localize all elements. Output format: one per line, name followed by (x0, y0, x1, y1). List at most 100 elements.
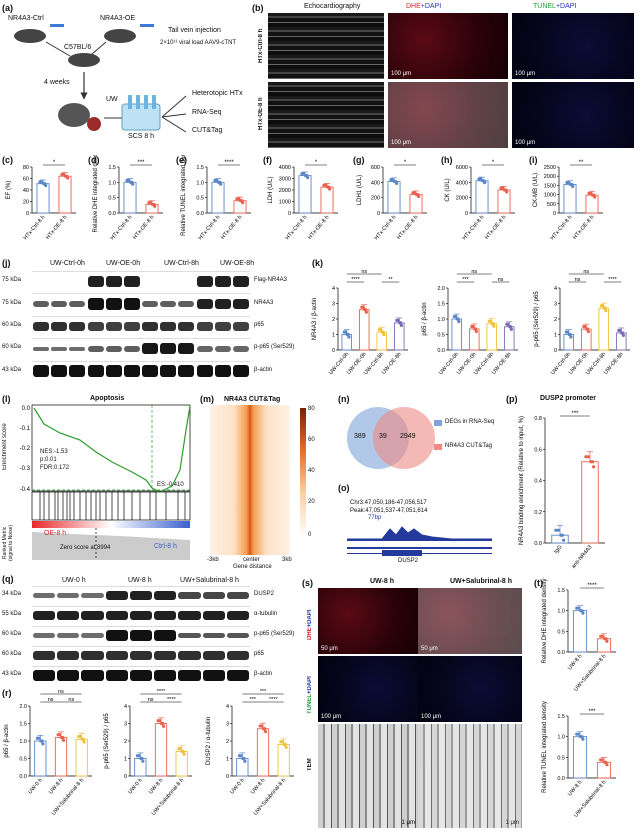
blot-band (105, 298, 122, 310)
blot-row-label: p65 (254, 322, 265, 328)
y-axis-label: p-p65 (Ser529) / p65 (534, 291, 540, 347)
data-point (454, 314, 458, 319)
mouse-icon (68, 53, 100, 67)
y-axis-label: DUSP2 / α-tubulin (206, 717, 212, 765)
blot-band (129, 670, 153, 681)
sig-label: *** (260, 689, 267, 695)
o-gene: DUSP2 (398, 558, 419, 564)
x-tick-label: UW-8 h (48, 777, 65, 795)
blot-band (129, 630, 153, 641)
x-tick-label: UW-8 h (148, 777, 165, 795)
data-point (604, 637, 608, 641)
blot-band (178, 365, 195, 378)
blot-band (105, 630, 128, 641)
data-point (621, 331, 625, 335)
blot-band (33, 346, 50, 352)
echo-image-oe (268, 82, 384, 148)
blot-band (123, 345, 140, 352)
y-tick-label: 0.5 (557, 629, 565, 635)
blot-band (123, 298, 140, 310)
b-col-dhe: DHE+DAPI (406, 3, 442, 10)
panel-label-e: (e) (176, 155, 187, 165)
heatmap-xlabel: Gene distance (233, 564, 272, 570)
y-tick-label: 2000 (456, 196, 468, 202)
blot-row-label: NR4A3 (254, 299, 274, 306)
gsea-title: Apoptosis (90, 395, 125, 402)
data-point (621, 333, 625, 338)
cbar-tick: 40 (308, 468, 315, 474)
o-peak: Peak:47,051,537-47,051,614 (350, 508, 428, 514)
y-tick-label: 0 (554, 348, 557, 354)
blot-row-label: p65 (254, 651, 265, 657)
blot-band (81, 651, 104, 660)
mouse-icon (58, 103, 90, 127)
data-point (482, 179, 486, 183)
x-tick-label: anti-NR4A3 (571, 544, 594, 570)
blot-band (202, 610, 225, 621)
blot-band (69, 301, 86, 307)
y-tick-label: 0.0 (534, 541, 542, 547)
gsea-plot: 0.0-0.1-0.2-0.3-0.4 (20, 404, 191, 560)
blot-band (202, 670, 225, 681)
blot-band (87, 322, 104, 331)
data-point (263, 729, 268, 734)
y-tick-label: 4 (226, 704, 229, 710)
blot-band (214, 346, 231, 352)
s-tunel-sal: 100 μm (418, 656, 522, 722)
data-point (152, 202, 156, 207)
blot-band (178, 632, 201, 639)
y-tick-label: 1.5 (108, 165, 116, 171)
data-point (218, 180, 222, 184)
y-axis-label: Relative TUNEL integrated density (542, 701, 548, 793)
blot-band (87, 276, 104, 287)
blot-band (178, 670, 201, 681)
data-point (581, 737, 585, 741)
sig-label: ns (58, 689, 64, 695)
sig-label: **** (269, 697, 278, 703)
data-point (489, 319, 493, 323)
blot-band (69, 346, 86, 352)
data-point (618, 328, 622, 333)
y-tick-label: 0.0 (557, 650, 565, 656)
data-point (237, 197, 241, 201)
y-tick-label: 1000 (279, 200, 291, 206)
blot-band (232, 298, 249, 310)
enrichment-curve (33, 405, 191, 493)
blot-band (123, 365, 140, 378)
blot-band (123, 276, 140, 287)
y-tick-label: 1 (332, 333, 335, 339)
bar (36, 183, 50, 214)
blot-band (57, 610, 80, 621)
blot-band (226, 670, 249, 681)
kda-marker: 75 kDa (2, 299, 22, 306)
blot-band (196, 276, 213, 287)
gsea-nes: NES:-1.53 (40, 449, 68, 455)
x-tick-label: HTx-OE-8 h (307, 214, 330, 240)
blot-band (142, 301, 159, 307)
data-point (347, 335, 351, 339)
label-oe-mouse: NR4A3-OE (100, 15, 136, 22)
data-point (569, 335, 573, 339)
y-axis-label: CK (U/L) (445, 178, 451, 201)
blot-band (105, 276, 122, 287)
panel-label-l: (l) (2, 394, 11, 404)
data-point (474, 329, 478, 333)
data-point (474, 327, 478, 331)
kda-marker: 34 kDa (2, 591, 22, 597)
data-point (140, 756, 144, 761)
y-tick-label: 1.5 (557, 714, 565, 720)
venn-diagram (347, 407, 435, 469)
y-tick-label: 0.2 (534, 510, 542, 516)
data-point (43, 182, 47, 186)
y-tick-label: 1 (554, 333, 557, 339)
blot-band (81, 633, 104, 638)
cbar-tick: 60 (308, 437, 315, 443)
data-point (65, 174, 69, 178)
o-locus: Chr3:47,050,186-47,056,517 (350, 500, 427, 506)
blot-row-label: α-tubulin (254, 611, 278, 617)
y-tick-label: 0 (332, 348, 335, 354)
data-point (280, 740, 285, 744)
